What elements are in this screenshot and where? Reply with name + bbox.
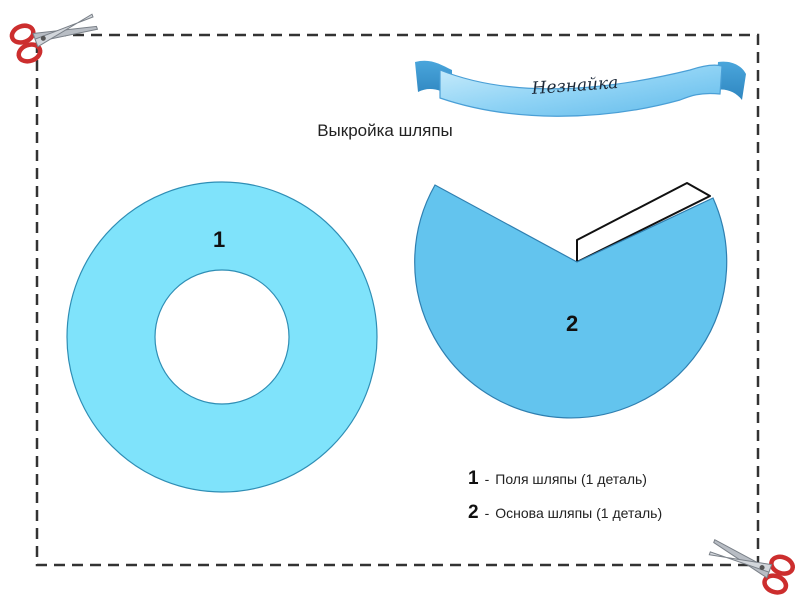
- legend-item: 2-Основа шляпы (1 деталь): [468, 496, 662, 530]
- legend-item-number: 1: [468, 468, 479, 489]
- page-title: Выкройка шляпы: [317, 121, 453, 140]
- hat-brim-piece: [66, 181, 378, 493]
- legend-item-separator: -: [484, 471, 490, 487]
- legend-item-label: Основа шляпы (1 деталь): [495, 505, 663, 521]
- hat-crown-piece: [414, 184, 728, 419]
- scissors-icon: [9, 13, 99, 64]
- ribbon-banner: [415, 60, 746, 117]
- cut-line-frame: [35, 33, 760, 567]
- legend: 1-Поля шляпы (1 деталь) 2-Основа шляпы (…: [468, 462, 662, 530]
- legend-item: 1-Поля шляпы (1 деталь): [468, 462, 662, 496]
- piece-2-number: 2: [566, 311, 579, 336]
- legend-item-number: 2: [468, 502, 479, 523]
- scissors-icon: [708, 538, 796, 595]
- legend-item-label: Поля шляпы (1 деталь): [495, 471, 647, 487]
- legend-item-separator: -: [484, 505, 490, 521]
- hat-crown-piece-edge: [576, 182, 711, 263]
- piece-1-number: 1: [213, 227, 226, 252]
